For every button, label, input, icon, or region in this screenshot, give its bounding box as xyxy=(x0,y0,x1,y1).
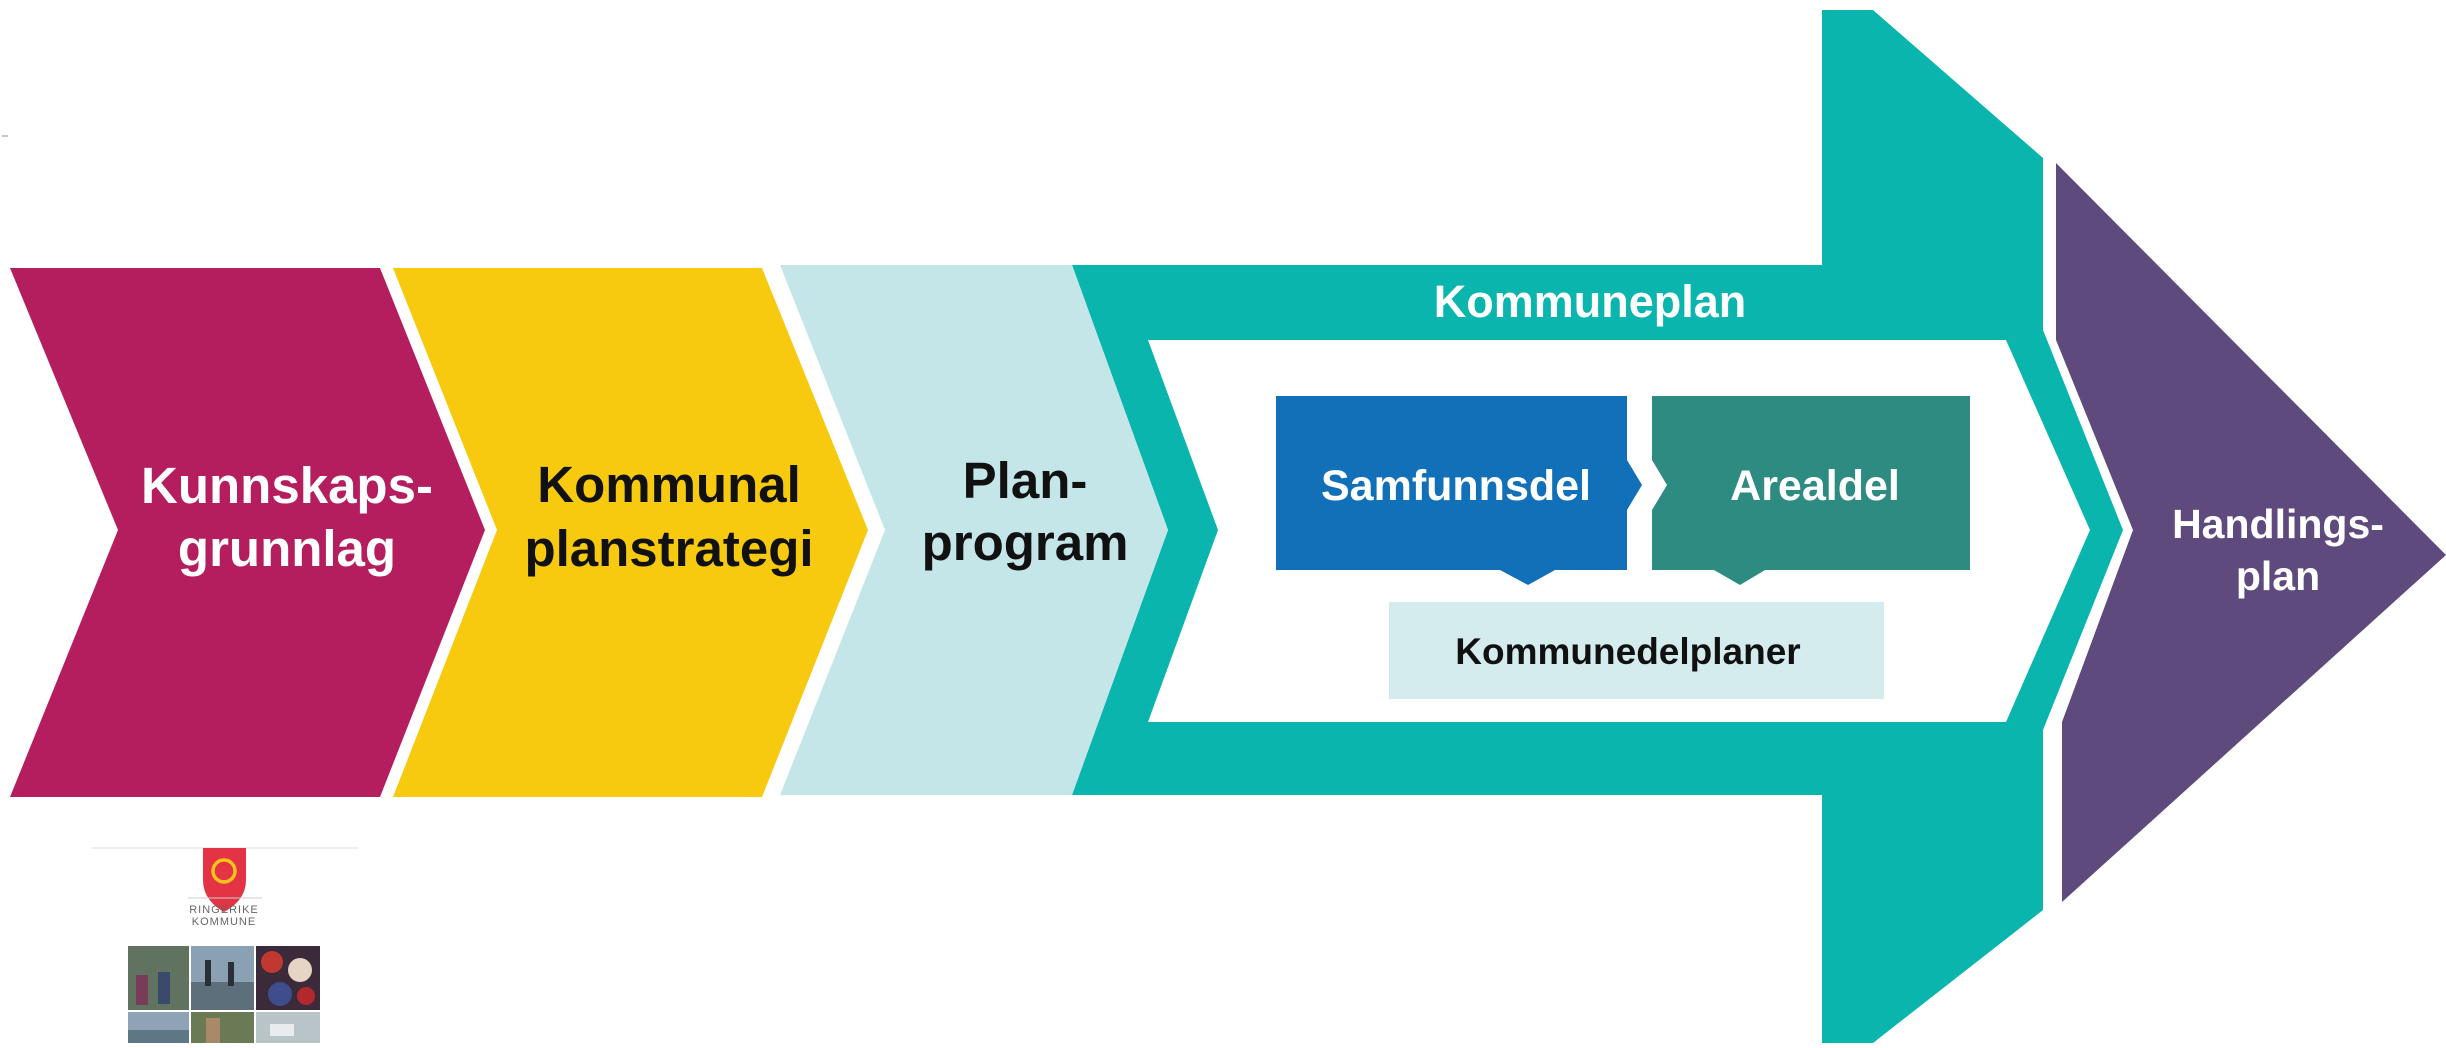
arealdel-label: Arealdel xyxy=(1730,462,1900,510)
planprogram-label-line2: program xyxy=(922,514,1129,571)
kommunedelplaner-label: Kommunedelplaner xyxy=(1455,631,1800,672)
kommunal-planstrategi-chevron xyxy=(393,268,868,797)
samfunnsdel-label: Samfunnsdel xyxy=(1321,462,1591,510)
handlingsplan-label-line2: plan xyxy=(2236,553,2320,599)
logo-name-line2: KOMMUNE xyxy=(192,916,256,928)
kommunal-planstrategi-label-line1: Kommunal xyxy=(537,456,801,513)
samfunnsdel-box xyxy=(1276,396,1642,585)
coat-of-arms-shield-icon xyxy=(203,848,246,912)
kommunedelplaner-box xyxy=(1389,602,1884,699)
handlingsplan-label-line1: Handlings- xyxy=(2172,501,2384,547)
arealdel-box xyxy=(1652,396,1970,585)
handlingsplan-arrow xyxy=(2056,163,2446,902)
kunnskapsgrunnlag-label-line1: Kunnskaps- xyxy=(141,457,433,514)
logo-name-line1: RINGERIKE xyxy=(189,904,259,916)
planprogram-label-line1: Plan- xyxy=(963,452,1088,509)
shield-ring xyxy=(211,858,237,884)
photo-collage xyxy=(128,946,320,1043)
kommunal-planstrategi-label-line2: planstrategi xyxy=(524,520,813,577)
ringerike-kommune-logo: RINGERIKE KOMMUNE xyxy=(92,847,358,928)
kunnskapsgrunnlag-label-line2: grunnlag xyxy=(178,520,396,577)
photo-workers xyxy=(191,1012,254,1043)
kommuneplan-title: Kommuneplan xyxy=(1434,276,1747,327)
kunnskapsgrunnlag-chevron xyxy=(10,268,485,797)
planprogram-chevron xyxy=(780,265,1168,795)
